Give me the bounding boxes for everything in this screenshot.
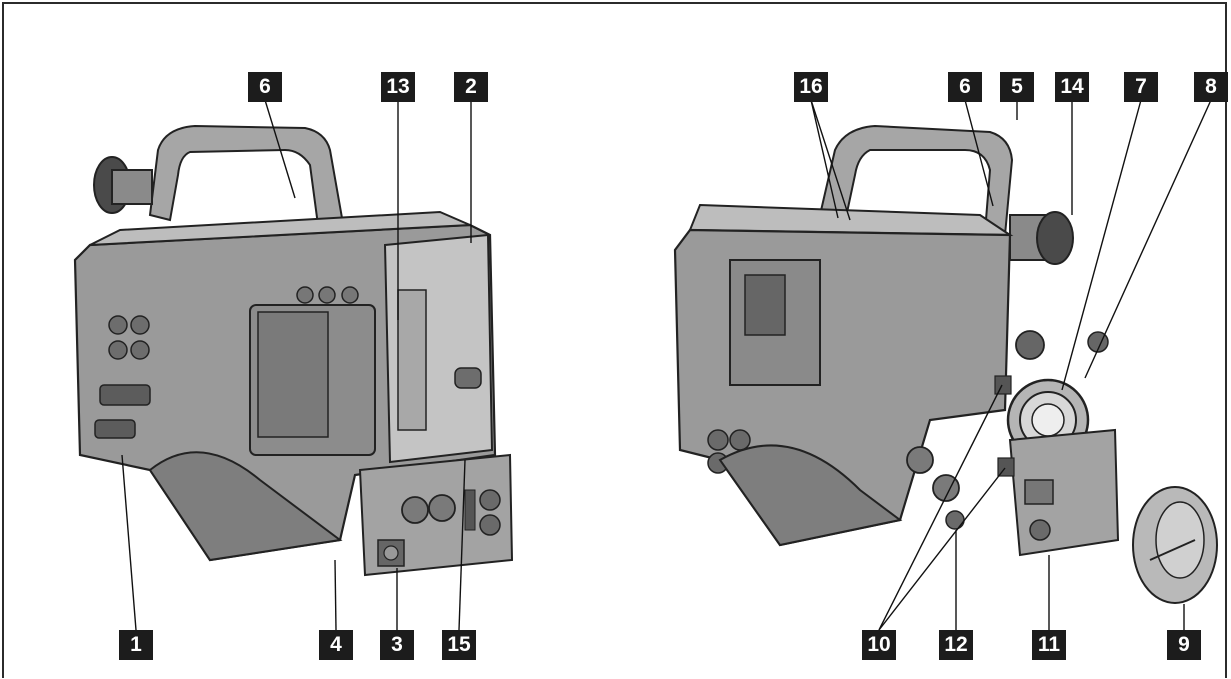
callout-15: 15 <box>442 630 476 660</box>
callout-1: 1 <box>119 630 153 660</box>
callout-8: 8 <box>1194 72 1228 102</box>
callout-9: 9 <box>1167 630 1201 660</box>
callout-7: 7 <box>1124 72 1158 102</box>
callout-14: 14 <box>1055 72 1089 102</box>
camera-left-view <box>73 124 514 577</box>
callout-13: 13 <box>381 72 415 102</box>
callout-6-left: 6 <box>248 72 282 102</box>
camera-right-view <box>673 124 1218 604</box>
callout-2: 2 <box>454 72 488 102</box>
callout-16: 16 <box>794 72 828 102</box>
leader-lines <box>121 99 1212 631</box>
callout-10: 10 <box>862 630 896 660</box>
callout-3: 3 <box>380 630 414 660</box>
callout-5: 5 <box>1000 72 1034 102</box>
callout-6-right: 6 <box>948 72 982 102</box>
callout-12: 12 <box>939 630 973 660</box>
callout-4: 4 <box>319 630 353 660</box>
callout-11: 11 <box>1032 630 1066 660</box>
